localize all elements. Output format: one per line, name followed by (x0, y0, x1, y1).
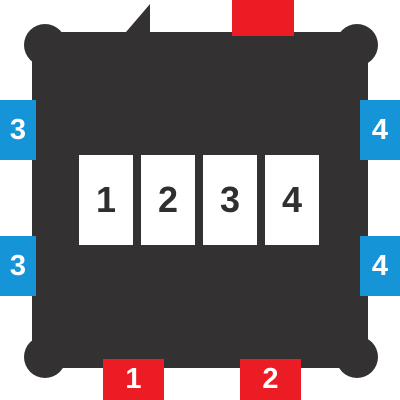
right-blue-tab-lower-label: 4 (371, 249, 389, 282)
top-red-tab (232, 0, 294, 36)
bottom-red-tab-right: 2 (240, 359, 301, 400)
left-blue-tab-upper-label: 3 (9, 113, 27, 146)
left-blue-tab-upper: 3 (0, 100, 36, 160)
bottom-red-tab-left: 1 (103, 359, 164, 400)
slot-1: 1 (79, 155, 133, 245)
left-blue-tab-lower-label: 3 (9, 249, 27, 282)
top-left-corner-bump (24, 24, 66, 66)
right-blue-tab-upper-label: 4 (371, 113, 389, 146)
right-blue-tab-upper: 4 (360, 100, 400, 160)
right-blue-tab-lower: 4 (360, 236, 400, 296)
bottom-red-tab-right-label: 2 (262, 363, 279, 395)
slot-3: 3 (203, 155, 257, 245)
slot-3-label: 3 (219, 179, 241, 220)
slot-4-label: 4 (281, 179, 303, 220)
slot-1-label: 1 (95, 179, 117, 220)
left-blue-tab-lower: 3 (0, 236, 36, 296)
slot-2: 2 (141, 155, 195, 245)
slot-row: 1 2 3 4 (79, 155, 319, 245)
top-right-corner-bump (336, 24, 378, 66)
top-flag-marker (126, 4, 150, 32)
slot-4: 4 (265, 155, 319, 245)
bottom-right-corner-bump (336, 336, 378, 378)
bottom-red-tab-left-label: 1 (125, 363, 142, 395)
slot-2-label: 2 (157, 179, 179, 220)
bottom-left-corner-bump (24, 336, 66, 378)
